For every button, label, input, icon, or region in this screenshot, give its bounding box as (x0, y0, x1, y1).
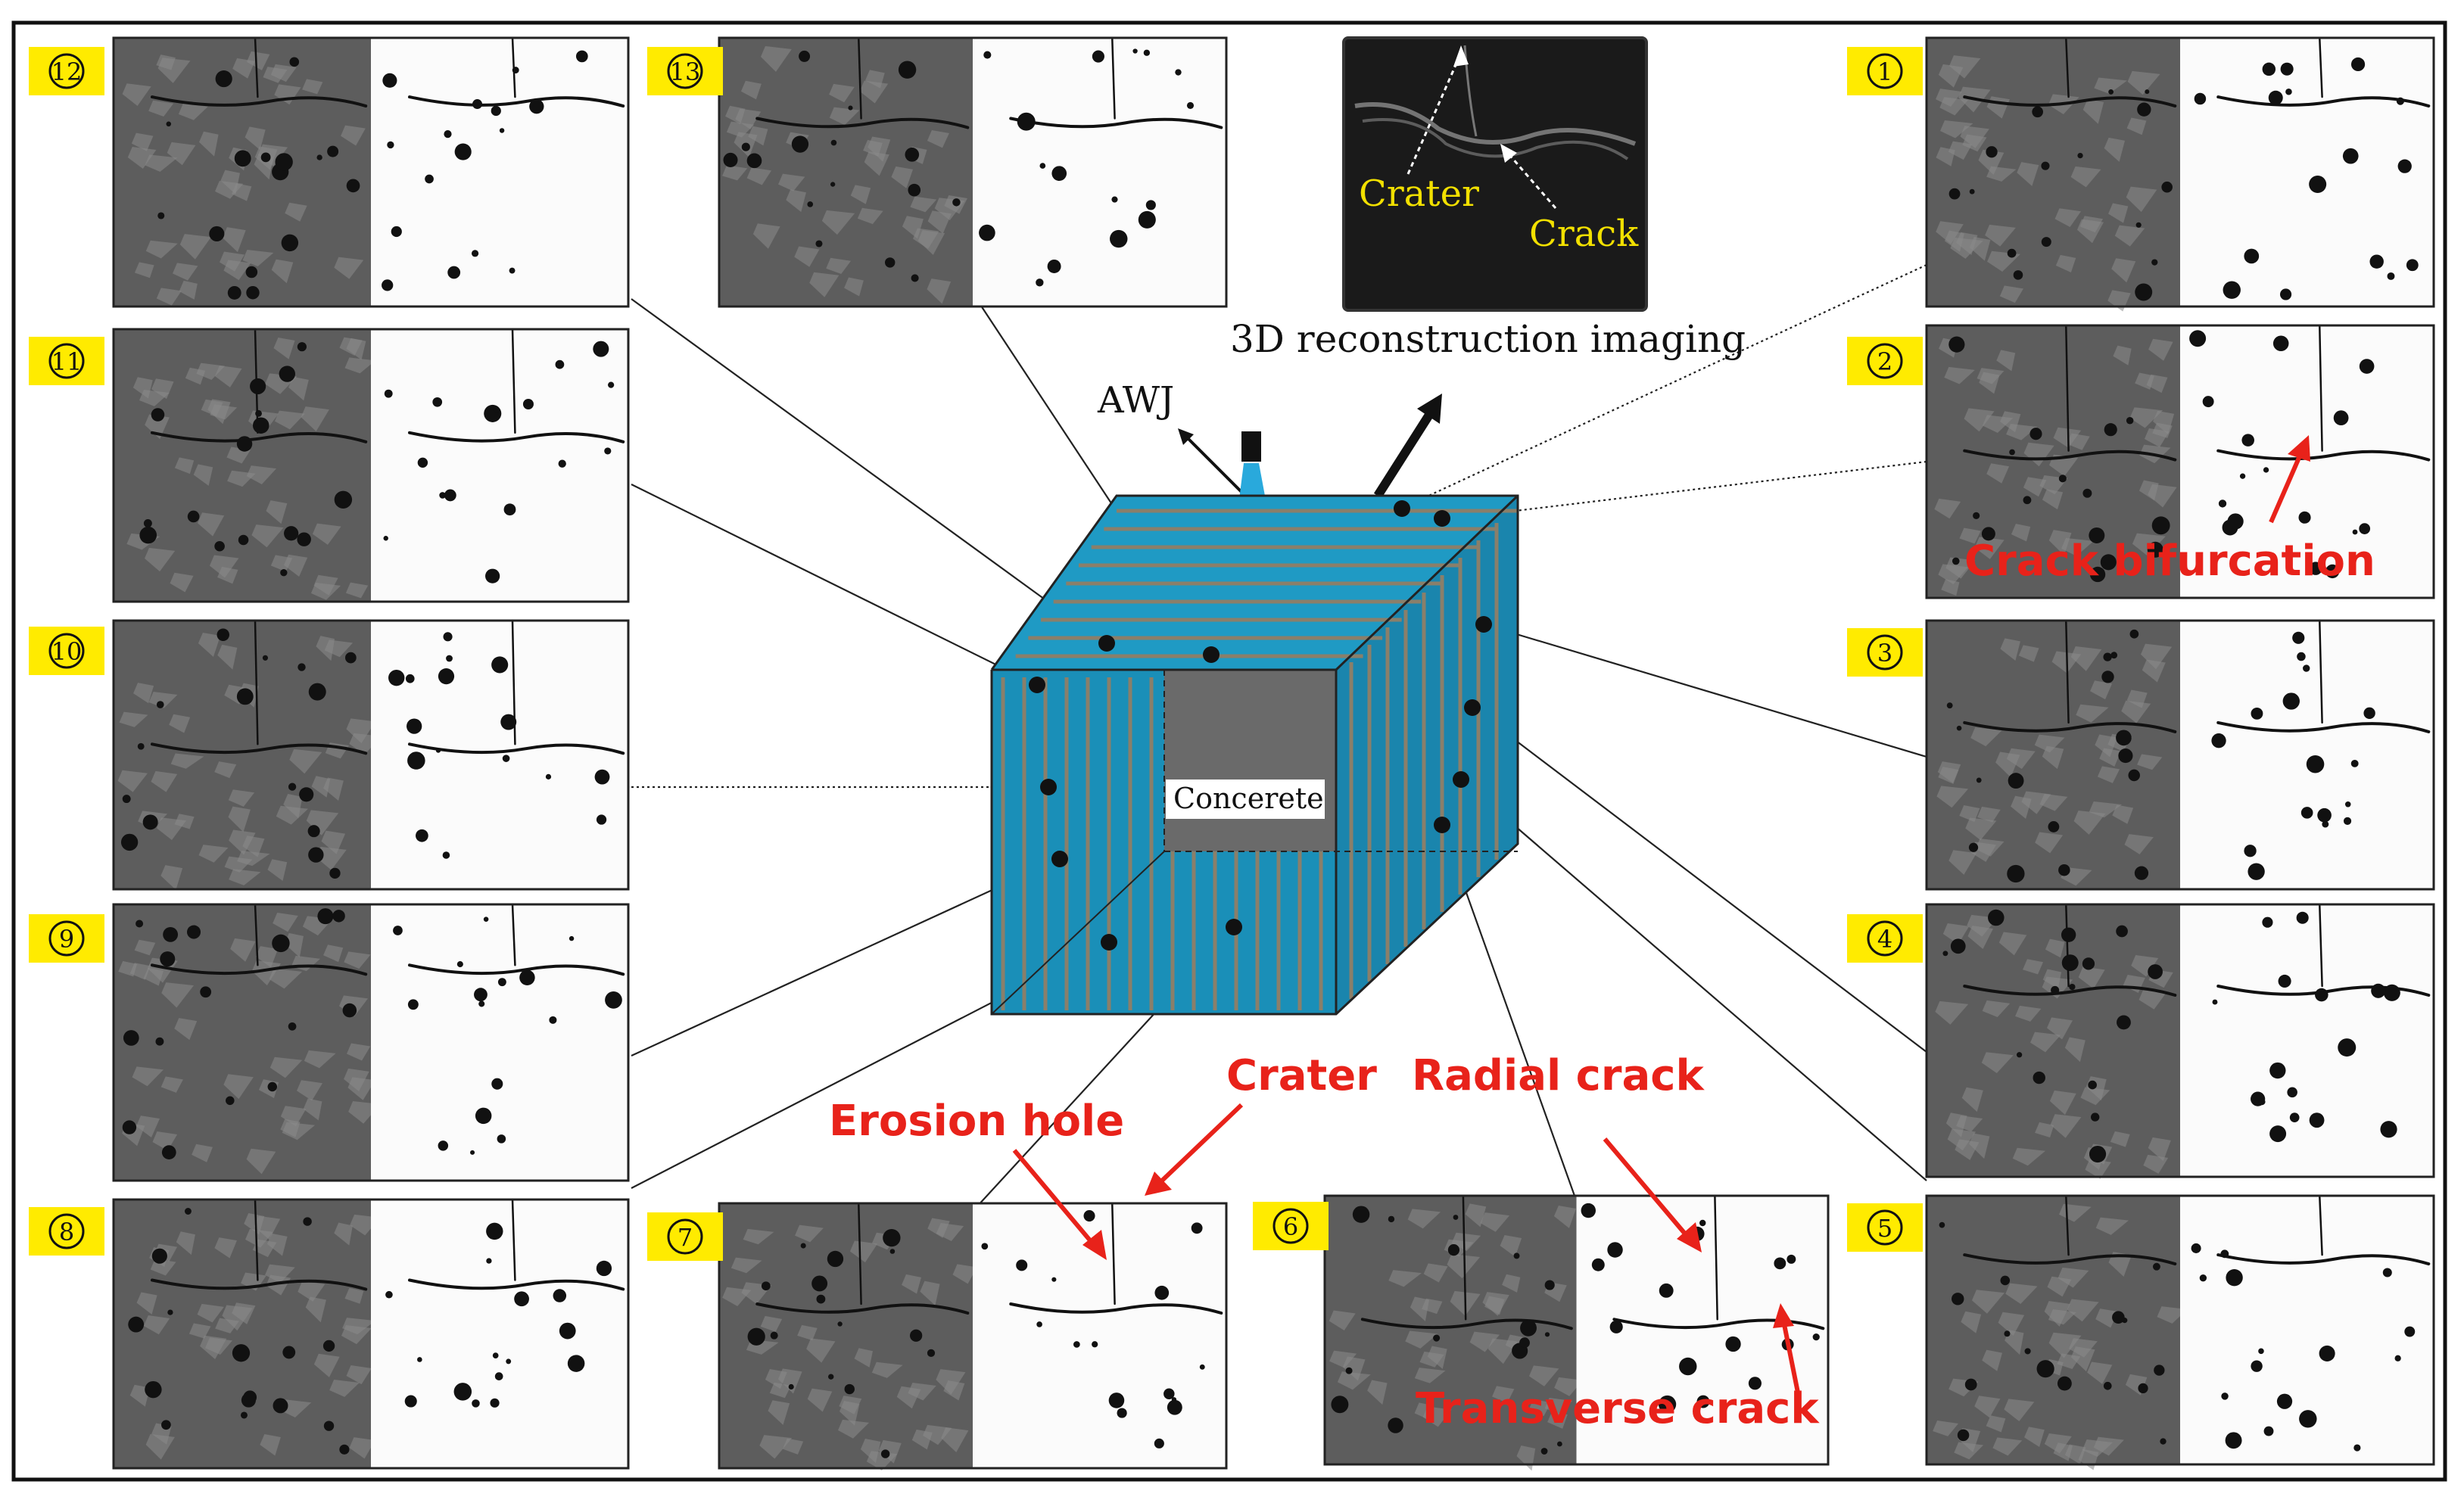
panel-badge-7: 7 (647, 1212, 723, 1261)
panel-badge-2: 2 (1847, 337, 1923, 385)
radial-crack-label: Radial crack (1412, 1051, 1705, 1100)
crater-red-label: Crater (1226, 1051, 1377, 1100)
leader-lines (631, 264, 1927, 1208)
panel-badge-8: 8 (29, 1207, 104, 1256)
ct-panel-5 (1925, 1194, 2435, 1470)
panel-badge-6: 6 (1253, 1202, 1329, 1250)
panel-badge-number: 9 (59, 925, 74, 954)
ct-panel-10 (112, 619, 630, 891)
ct-panel-13 (718, 36, 1228, 308)
ct-panel-1 (1925, 36, 2435, 312)
panel-badge-4: 4 (1847, 914, 1923, 963)
panel-badge-1: 1 (1847, 47, 1923, 95)
ct-panel-6 (1323, 1194, 1830, 1471)
panel-badge-number: 13 (670, 58, 701, 86)
crater-yellow-label: Crater (1359, 173, 1479, 215)
panel-badge-number: 8 (59, 1218, 74, 1246)
reconstruction-label: 3D reconstruction imaging (1230, 317, 1746, 361)
panel-badge-3: 3 (1847, 628, 1923, 677)
concrete-label: Concerete (1173, 782, 1324, 815)
concrete-cube: Concerete (990, 494, 1519, 1016)
panel-badge-number: 3 (1877, 639, 1892, 667)
panel-badge-number: 2 (1877, 347, 1892, 376)
measurement-points (1029, 500, 1492, 951)
awj-label: AWJ (1097, 379, 1174, 422)
ct-panel-9 (112, 903, 630, 1182)
ct-panel-4 (1925, 903, 2435, 1179)
panel-badge-number: 5 (1877, 1214, 1892, 1243)
panel-badge-number: 11 (51, 347, 83, 376)
panel-badge-number: 1 (1877, 58, 1892, 86)
annotation-arrows (1012, 1103, 1800, 1393)
panel-badge-number: 10 (51, 637, 83, 666)
ct-panels: 12 13 11 10 9 8 7 6 5 4 3 2 1 (29, 36, 2435, 1471)
reconstruction-arrow (1373, 394, 1442, 499)
panel-badge-10: 10 (29, 627, 104, 675)
panel-badge-number: 12 (51, 58, 83, 86)
panel-badge-number: 6 (1283, 1212, 1298, 1241)
ct-panel-3 (1925, 619, 2435, 891)
panel-badge-5: 5 (1847, 1203, 1923, 1252)
transverse-crack-label: Transverse crack (1416, 1384, 1820, 1433)
panel-badge-11: 11 (29, 337, 104, 385)
crack-bifurcation-label: Crack bifurcation (1964, 537, 2375, 586)
ct-panel-2 (1925, 324, 2435, 599)
panel-badge-13: 13 (647, 47, 723, 95)
reconstruction-image: Crater Crack (1342, 36, 1648, 312)
ct-panel-8 (112, 1198, 630, 1470)
erosion-hole-label: Erosion hole (829, 1097, 1124, 1146)
ct-panel-12 (112, 36, 630, 308)
crack-bifurcation-arrow (2269, 435, 2310, 524)
crack-yellow-label: Crack (1529, 213, 1639, 255)
panel-badge-9: 9 (29, 914, 104, 963)
panel-badge-12: 12 (29, 47, 104, 95)
panel-badge-number: 7 (678, 1223, 693, 1252)
ct-panel-7 (718, 1202, 1228, 1471)
panel-badge-number: 4 (1877, 925, 1892, 954)
outer-frame (11, 20, 2447, 1482)
ct-panel-11 (112, 328, 630, 603)
